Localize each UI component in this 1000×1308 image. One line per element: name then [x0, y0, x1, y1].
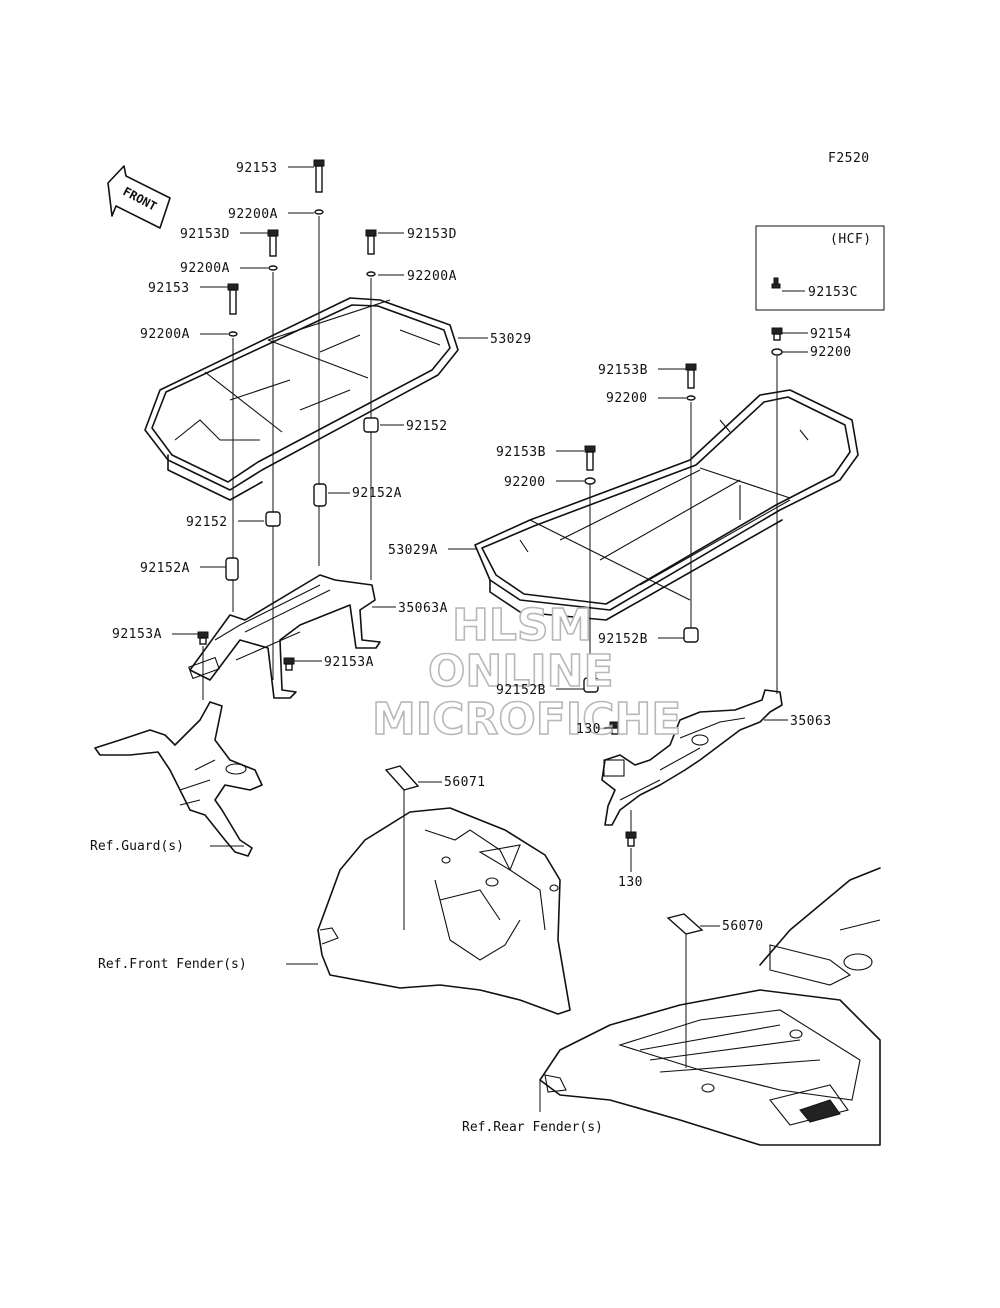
callout-92153B-left: 92153B — [496, 445, 546, 460]
reference-callouts: Ref.Guard(s) Ref.Front Fender(s) Ref.Rea… — [90, 839, 603, 1135]
callout-92200A-left: 92200A — [180, 261, 230, 276]
watermark-line-1: HLSM — [452, 600, 592, 651]
watermark: HLSM ONLINE MICROFICHE — [371, 599, 682, 746]
callout-92152A-left: 92152A — [140, 561, 190, 576]
callout-92200-left: 92200 — [504, 475, 546, 490]
callout-92152-right: 92152 — [406, 419, 448, 434]
callout-92153D-right: 92153D — [407, 227, 457, 242]
callout-92153-left: 92153 — [148, 281, 190, 296]
callout-92200A-lower: 92200A — [140, 327, 190, 342]
ref-guard: Ref.Guard(s) — [90, 839, 184, 854]
callout-92200-mid: 92200 — [606, 391, 648, 406]
front-fender — [317, 807, 571, 1015]
callout-130-top: 130 — [576, 722, 601, 737]
front-guard — [94, 701, 263, 857]
callout-53029: 53029 — [490, 332, 532, 347]
callout-35063: 35063 — [790, 714, 832, 729]
sticker-56070 — [666, 913, 704, 935]
callout-56070: 56070 — [722, 919, 764, 934]
callout-130-bottom: 130 — [618, 875, 643, 890]
callout-92152B-right: 92152B — [598, 632, 648, 647]
watermark-line-3: MICROFICHE — [372, 694, 681, 745]
right-callouts: 92154 92200 92153B 92200 92153B 92200 53… — [388, 327, 852, 934]
left-alignment-lines — [202, 216, 372, 700]
hcf-box: (HCF) 92153C — [755, 225, 885, 311]
callout-53029A: 53029A — [388, 543, 438, 558]
ref-front-fender: Ref.Front Fender(s) — [98, 957, 247, 972]
right-fasteners — [583, 327, 783, 847]
callout-92153-top: 92153 — [236, 161, 278, 176]
ref-rear-fender: Ref.Rear Fender(s) — [462, 1120, 603, 1135]
front-arrow-label: FRONT — [121, 184, 159, 213]
figure-code: F2520 — [828, 151, 870, 166]
callout-92154: 92154 — [810, 327, 852, 342]
callout-92153B-top: 92153B — [598, 363, 648, 378]
callout-92153D-left: 92153D — [180, 227, 230, 242]
callout-92200A-right: 92200A — [407, 269, 457, 284]
hcf-part-label: 92153C — [808, 285, 858, 300]
sticker-56071 — [384, 765, 420, 791]
rear-carrier-rack — [474, 389, 859, 621]
left-fasteners — [197, 159, 379, 671]
front-arrow-icon: FRONT — [107, 165, 171, 229]
callout-92152A-mid: 92152A — [352, 486, 402, 501]
callout-56071: 56071 — [444, 775, 486, 790]
callout-35063A: 35063A — [398, 601, 448, 616]
rear-fender — [539, 867, 881, 1146]
callout-92152B-left: 92152B — [496, 683, 546, 698]
callout-92153A-right: 92153A — [324, 655, 374, 670]
callout-92152-left: 92152 — [186, 515, 228, 530]
callout-92153A-left: 92153A — [112, 627, 162, 642]
hcf-title: (HCF) — [830, 232, 872, 247]
front-carrier-rack — [144, 297, 459, 501]
right-alignment-lines — [589, 356, 778, 832]
rear-bracket — [601, 689, 783, 826]
callout-92200A-top: 92200A — [228, 207, 278, 222]
left-callouts: 92153 92200A 92153D 92200A 92153 92200A … — [112, 161, 532, 790]
front-bracket — [188, 574, 381, 699]
callout-92200-top: 92200 — [810, 345, 852, 360]
